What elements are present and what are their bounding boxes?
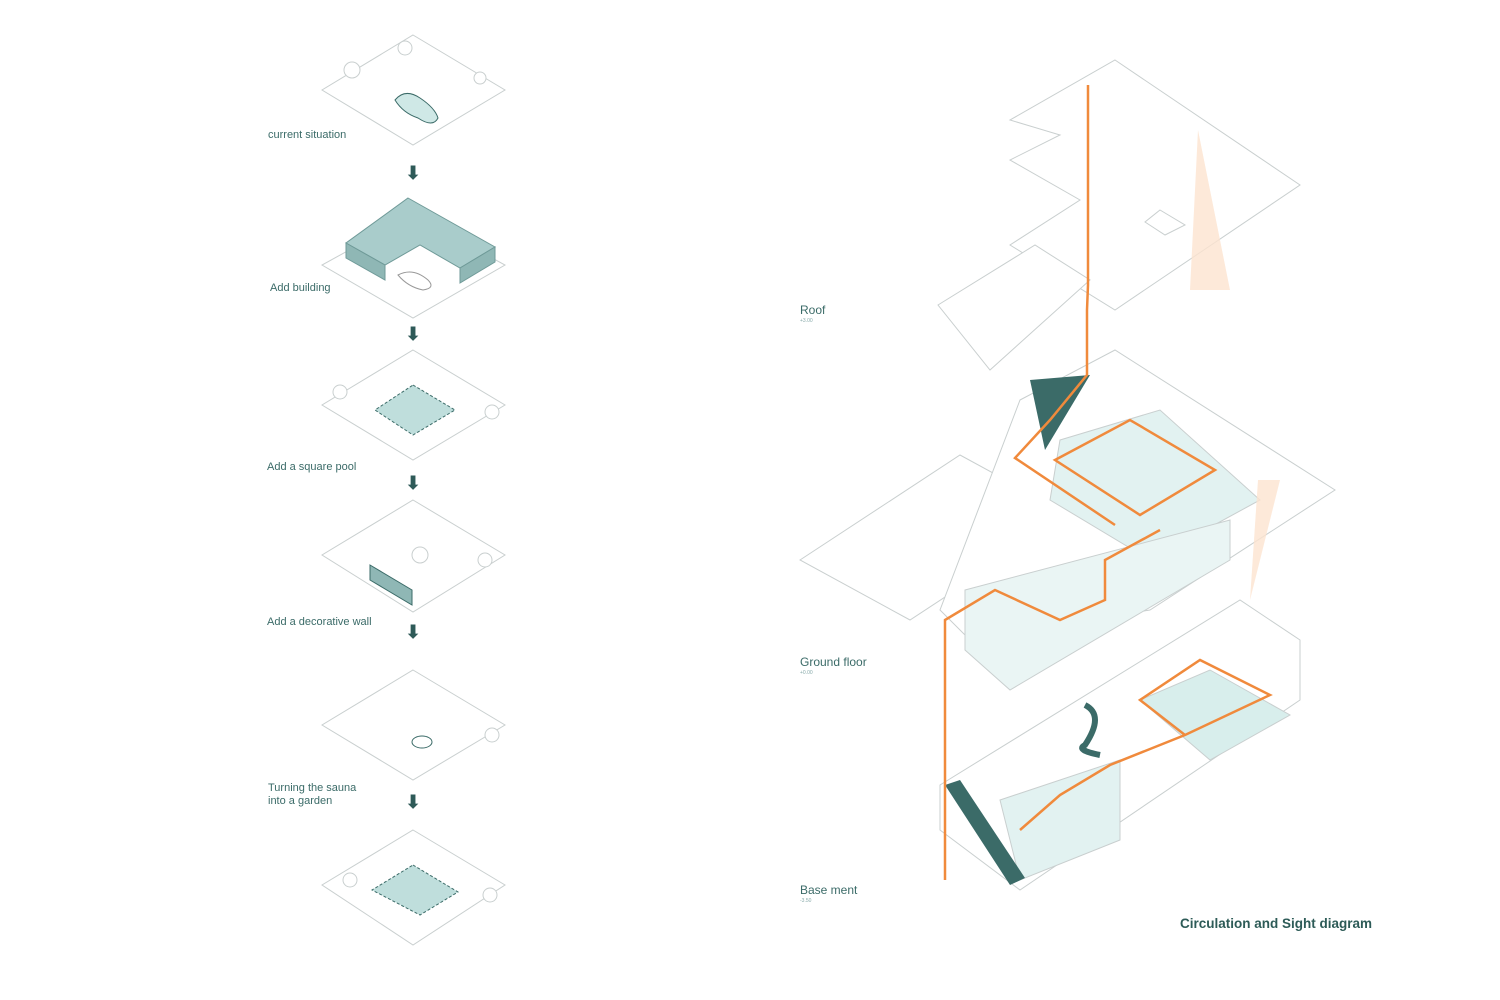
down-arrow-icon: ⬇ <box>405 622 421 642</box>
step-final-drawing <box>321 829 506 946</box>
down-arrow-icon: ⬇ <box>405 324 421 344</box>
step-add-building-drawing <box>320 197 507 319</box>
floor-level: +3.00 <box>800 318 813 324</box>
circulation-paths <box>943 85 1273 880</box>
down-arrow-icon: ⬇ <box>405 163 421 183</box>
floor-name: Base ment <box>800 883 858 897</box>
down-arrow-icon: ⬇ <box>405 473 421 493</box>
step-decorative-wall-drawing <box>321 499 506 613</box>
step-label: Add building <box>270 282 331 294</box>
step-label: Add a square pool <box>267 461 357 473</box>
step-current-situation-drawing <box>321 34 506 146</box>
floor-level: +0.00 <box>800 670 813 676</box>
step-sauna-garden-drawing <box>321 669 506 781</box>
roof-level-drawing <box>937 59 1301 371</box>
floor-level: -3.50 <box>800 898 812 904</box>
step-label: Turning the sauna into a garden <box>268 782 357 807</box>
step-label: current situation <box>268 129 347 141</box>
diagram-title: Circulation and Sight diagram <box>1180 916 1373 931</box>
step-label: Add a decorative wall <box>267 616 372 628</box>
down-arrow-icon: ⬇ <box>405 792 421 812</box>
step-square-pool-drawing <box>321 349 506 461</box>
ground-floor-drawing <box>799 349 1336 691</box>
floor-label-roof: Roof+3.00 <box>800 303 825 324</box>
floor-label-basement: Base ment-3.50 <box>800 883 857 904</box>
basement-drawing <box>939 599 1301 891</box>
floor-name: Ground floor <box>800 655 867 669</box>
floor-name: Roof <box>800 303 826 317</box>
floor-label-ground: Ground floor+0.00 <box>800 655 867 676</box>
